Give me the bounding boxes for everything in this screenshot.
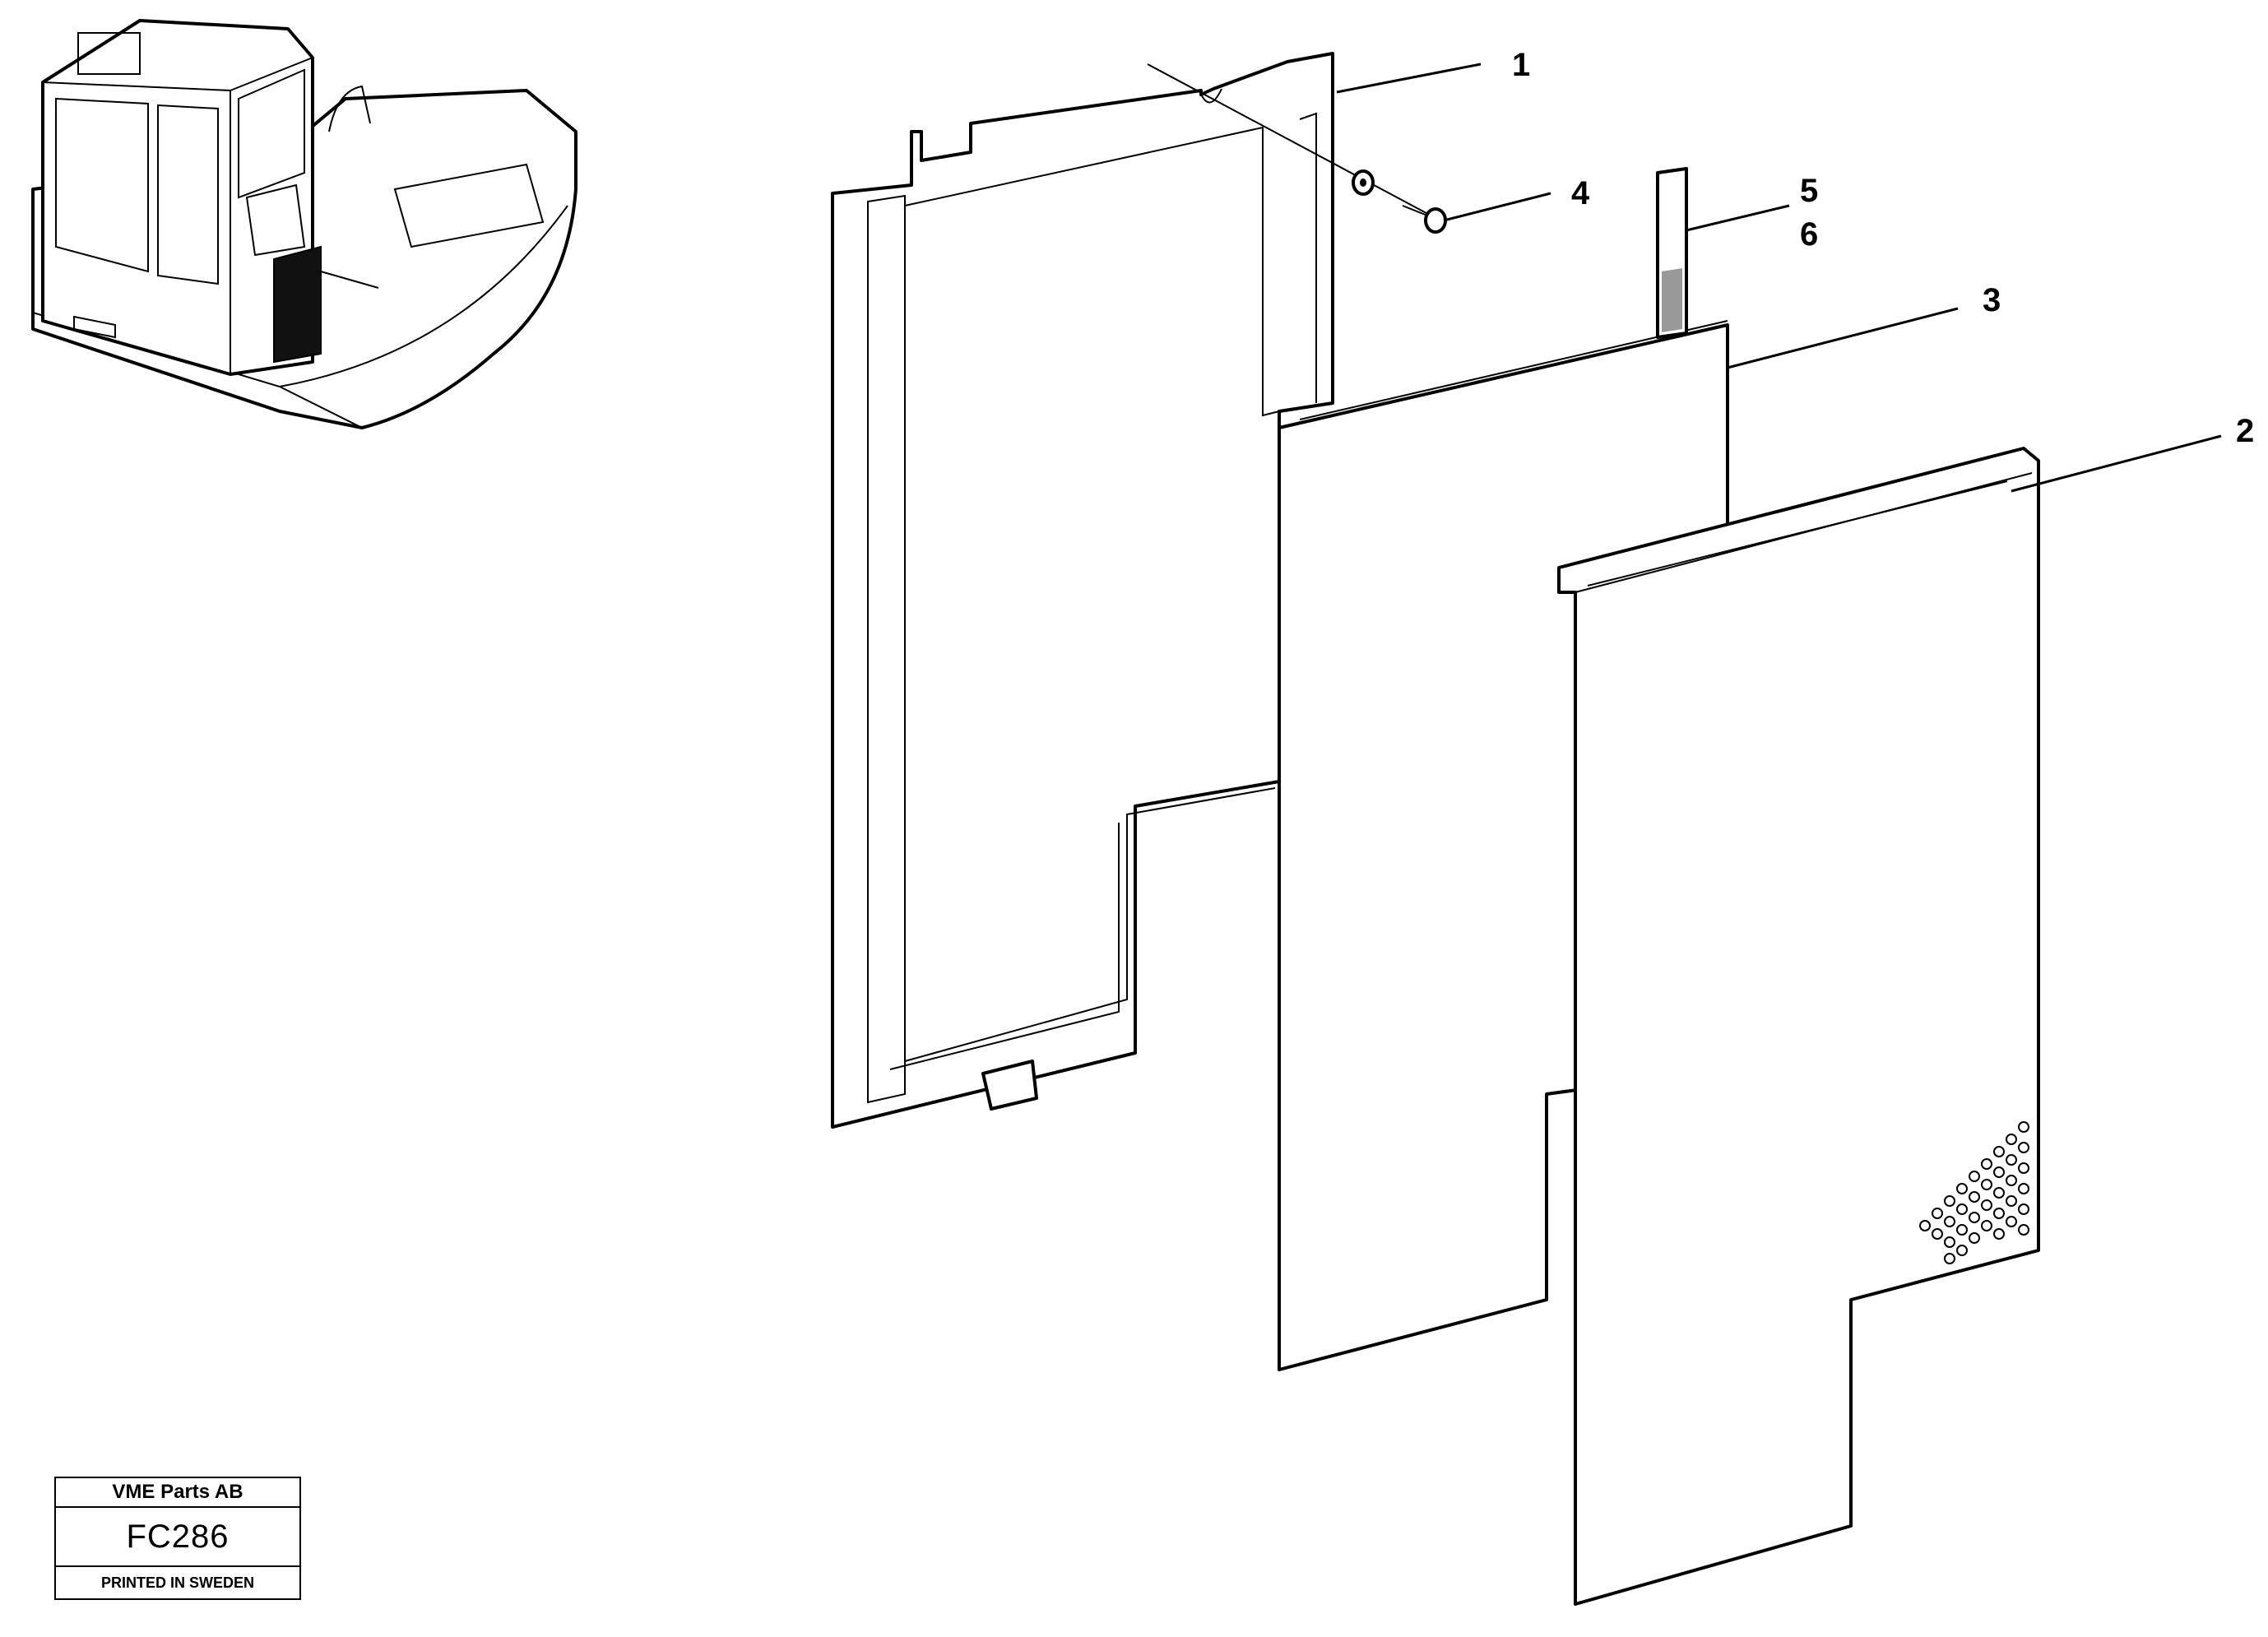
callout-labels: 1 4 5 6 3 2 — [1512, 47, 2254, 449]
callout-2: 2 — [2236, 413, 2254, 449]
part-1-frame — [831, 52, 1334, 1129]
leader-lines — [1336, 63, 2222, 493]
perforation-pattern — [1919, 1121, 2029, 1264]
callout-5: 5 — [1800, 173, 1818, 209]
callout-6: 6 — [1800, 216, 1818, 253]
part-4-screw-washer — [1147, 63, 1447, 234]
part-2-cover-panel — [1557, 447, 2040, 1606]
printed-note: PRINTED IN SWEDEN — [100, 1574, 254, 1591]
callout-3: 3 — [1983, 282, 2001, 318]
drawing-code: FC286 — [56, 1508, 299, 1567]
callout-4: 4 — [1571, 175, 1590, 211]
callout-1: 1 — [1512, 47, 1530, 83]
part-5-6-seal-strip — [1656, 167, 1688, 339]
machine-locator-sketch — [31, 19, 577, 429]
company-name: VME Parts AB — [56, 1478, 299, 1508]
title-block: VME Parts AB FC286 PRINTED IN SWEDEN — [54, 1477, 301, 1600]
